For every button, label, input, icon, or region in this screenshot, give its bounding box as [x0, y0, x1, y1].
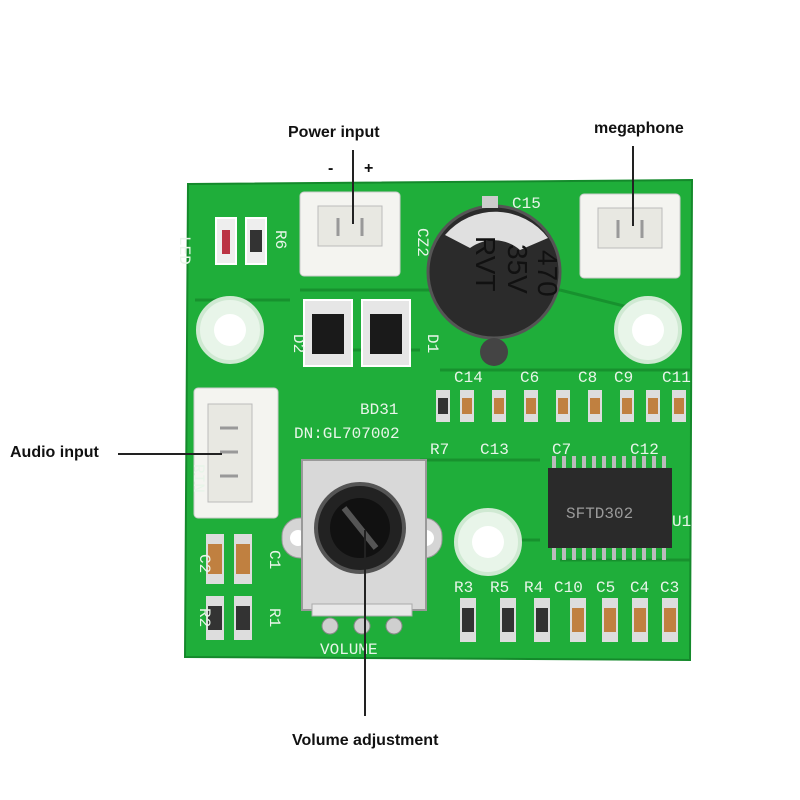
silk-dn: DN:GL707002 — [294, 425, 400, 443]
volume-adjustment-label: Volume adjustment — [292, 732, 439, 749]
silk-r6: R6 — [271, 230, 289, 249]
silk-d1: D1 — [423, 334, 441, 353]
amplifier-ic — [548, 456, 672, 560]
mounting-hole — [614, 296, 682, 364]
silk-c15: C15 — [512, 195, 541, 213]
silk-led: LED — [175, 236, 193, 265]
silk-c3: C3 — [660, 579, 679, 597]
audio-input-label: Audio input — [10, 444, 99, 461]
silk-rin: RIN — [189, 464, 207, 493]
silk-c12: C12 — [630, 441, 659, 459]
capacitor-value: 470 — [532, 250, 563, 297]
minus-label: - — [328, 160, 334, 177]
silk-r4: R4 — [524, 579, 543, 597]
silk-c1: C1 — [265, 550, 283, 569]
capacitor-series: RVT — [470, 236, 501, 292]
silk-r3: R3 — [454, 579, 473, 597]
smd-components-bottom — [206, 534, 678, 642]
silk-c6: C6 — [520, 369, 539, 387]
silk-c11: C11 — [662, 369, 691, 387]
plus-label: + — [364, 160, 374, 177]
silk-r5: R5 — [490, 579, 509, 597]
silk-u1: U1 — [672, 513, 691, 531]
audio-callout-line — [118, 453, 222, 455]
silk-c14: C14 — [454, 369, 483, 387]
volume-potentiometer — [281, 459, 443, 635]
silk-c2: C2 — [195, 554, 213, 573]
power-input-label: Power input — [288, 124, 380, 141]
silk-d2: D2 — [289, 334, 307, 353]
silk-c9: C9 — [614, 369, 633, 387]
silk-model: BD31 — [360, 401, 398, 419]
mounting-hole — [196, 296, 264, 364]
silk-r2: R2 — [195, 608, 213, 627]
silk-c7: C7 — [552, 441, 571, 459]
mounting-hole — [454, 508, 522, 576]
silk-c4: C4 — [630, 579, 649, 597]
silk-c5: C5 — [596, 579, 615, 597]
ic-marking: SFTD302 — [566, 505, 633, 523]
silk-cz2: CZ2 — [413, 228, 431, 257]
capacitor-voltage: 35V — [502, 244, 533, 294]
volume-callout-line — [364, 530, 366, 716]
silk-c10: C10 — [554, 579, 583, 597]
silk-r1: R1 — [265, 608, 283, 627]
diode-d1 — [361, 299, 411, 367]
silk-c8: C8 — [578, 369, 597, 387]
megaphone-label: megaphone — [594, 120, 684, 137]
power-callout-line — [352, 150, 354, 224]
silk-volume: VOLUME — [320, 641, 378, 659]
smd-components-top — [436, 390, 686, 422]
megaphone-callout-line — [632, 146, 634, 226]
diode-d2 — [303, 299, 353, 367]
silk-c13: C13 — [480, 441, 509, 459]
silk-r7: R7 — [430, 441, 449, 459]
